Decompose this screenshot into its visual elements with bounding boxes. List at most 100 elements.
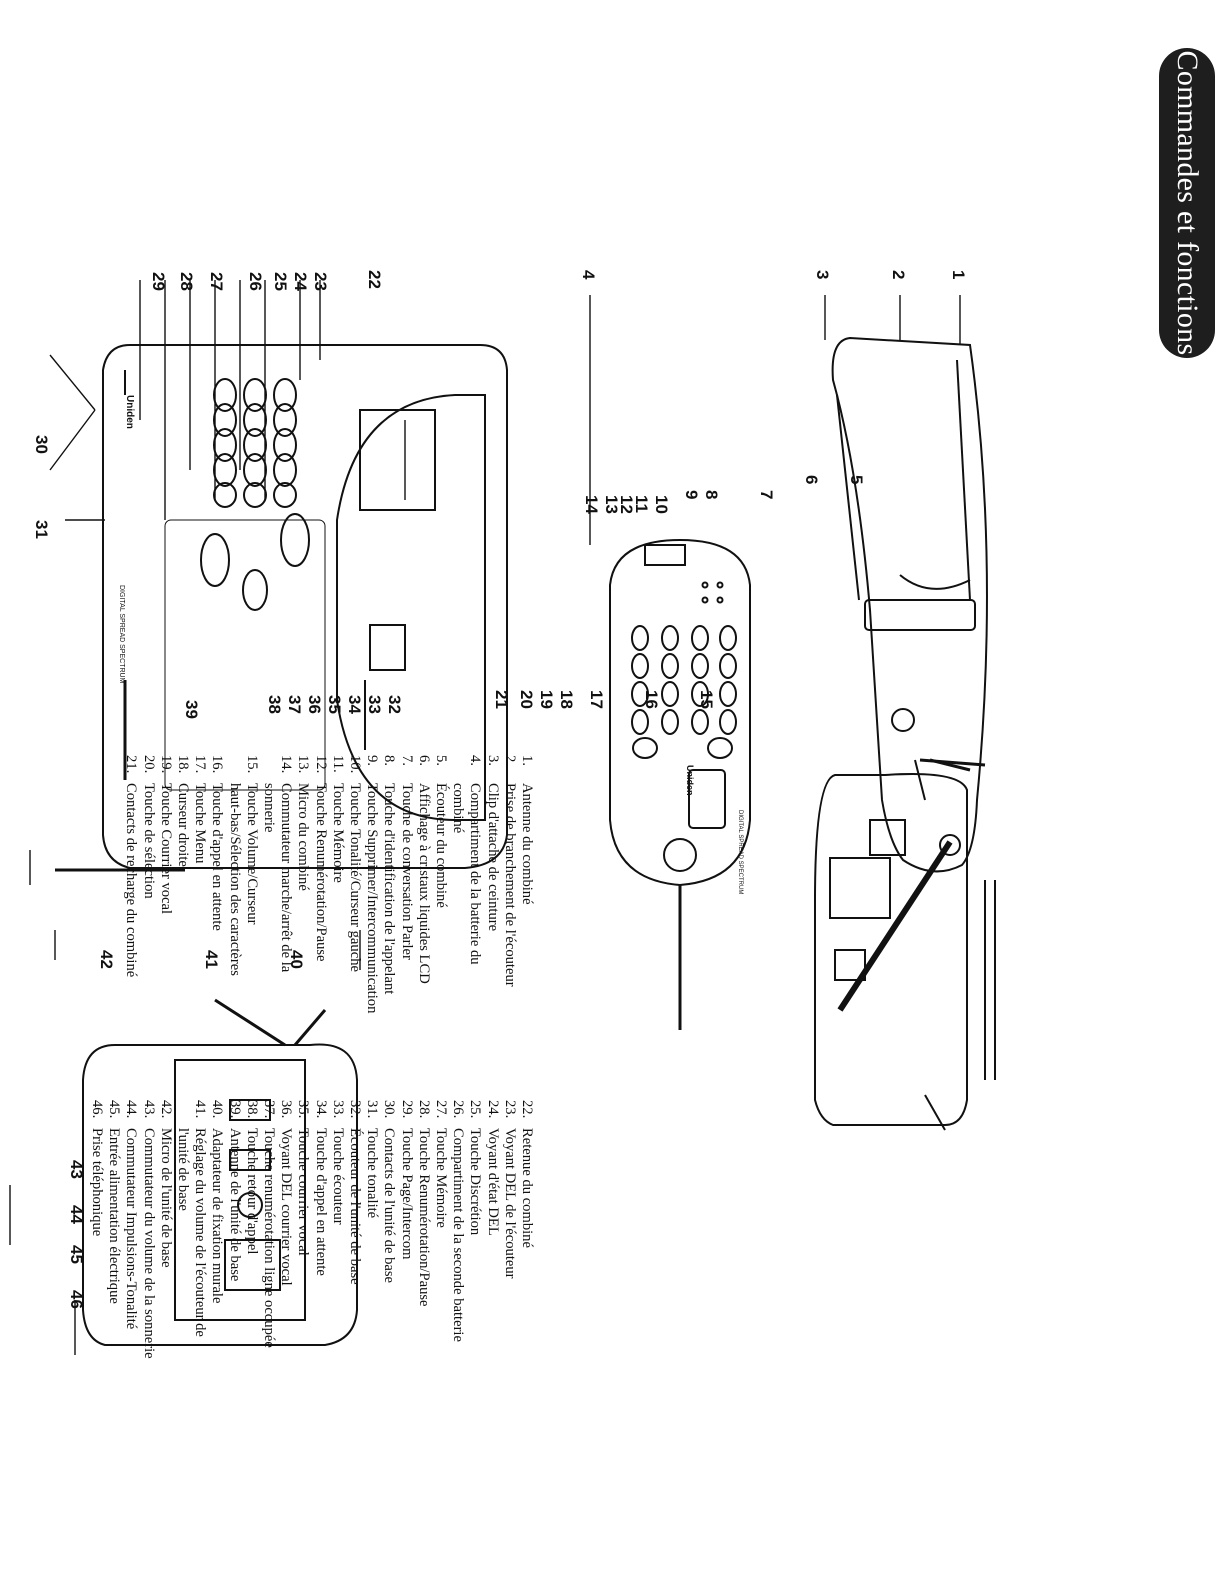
- legend-item: 36.Voyant DEL courrier vocal: [277, 1100, 294, 1560]
- callout-15: 15: [697, 690, 716, 709]
- callout-32: 32: [385, 695, 404, 714]
- callout-5: 5: [847, 475, 866, 485]
- legend-number: 19.: [157, 755, 174, 774]
- legend-label: Touche Renumérotation/Pause: [415, 1128, 432, 1307]
- legend-label: Prise téléphonique: [88, 1128, 105, 1237]
- callout-30: 30: [32, 435, 51, 454]
- legend-number: 5.: [432, 755, 449, 766]
- antenna-1: [929, 758, 971, 772]
- callout-17: 17: [587, 690, 606, 709]
- base-unit-side-view: [814, 773, 996, 1131]
- callout-23: 23: [311, 272, 330, 291]
- legend-number: 22.: [519, 1100, 535, 1119]
- callout-16: 16: [642, 690, 661, 709]
- legend-label: Entrée alimentation électrique: [106, 1128, 123, 1304]
- legend-label: l'unité de base: [174, 1128, 191, 1211]
- legend-number: [449, 755, 466, 783]
- callout-20: 20: [517, 690, 536, 709]
- legend-item: l'unité de base: [174, 1100, 191, 1560]
- legend-number: 24.: [484, 1100, 501, 1119]
- legend-number: 7.: [398, 755, 415, 766]
- legend-item: 41. Réglage du volume de l'écouteur de: [191, 1100, 208, 1560]
- legend-label: Touche courrier vocal: [295, 1128, 312, 1256]
- legend-label: Touche Discrétion: [467, 1128, 484, 1236]
- legend-number: 38.: [243, 1100, 260, 1119]
- legend-number: 11.: [329, 755, 346, 773]
- legend-number: 23.: [501, 1100, 518, 1119]
- legend-label: Commutateur du volume de la sonnerie: [140, 1128, 157, 1359]
- callout-19: 19: [537, 690, 556, 709]
- legend-item: 26. Compartiment de la seconde batterie: [449, 1100, 466, 1560]
- legend-label: Contacts de l'unité de base: [381, 1128, 398, 1284]
- callout-45: 45: [67, 1245, 86, 1264]
- legend-number: 9.: [364, 755, 381, 766]
- legend-number: 18.: [174, 755, 191, 774]
- legend-item: 45.Entrée alimentation électrique: [105, 1100, 122, 1560]
- base-band: DIGITAL SPREAD SPECTRUM: [118, 585, 125, 684]
- legend-label: Voyant DEL de l'écouteur: [501, 1128, 518, 1279]
- legend-item: 44.Commutateur Impulsions-Tonalité: [122, 1100, 139, 1560]
- legend-number: [225, 755, 242, 783]
- legend-item: 30.Contacts de l'unité de base: [380, 1100, 397, 1560]
- legend-label: Antenne de l'unité de base: [226, 1128, 243, 1282]
- base-unit-top-view: [55, 344, 508, 872]
- callout-13: 13: [602, 495, 621, 514]
- legend-number: 27.: [432, 1100, 449, 1119]
- legend-number: 17.: [192, 755, 209, 774]
- legend-number: 44.: [123, 1100, 140, 1119]
- legend-label: Compartiment de la seconde batterie: [450, 1128, 467, 1342]
- legend-item: 35.Touche courrier vocal: [294, 1100, 311, 1560]
- callout-4: 4: [579, 270, 598, 280]
- legend-item: 31.Touche tonalité: [363, 1100, 380, 1560]
- legend-label: Micro de l'unité de base: [157, 1128, 174, 1268]
- legend-label: Touche Page/Intercom: [398, 1128, 415, 1260]
- legend-number: 42.: [157, 1100, 174, 1119]
- callout-33: 33: [365, 695, 384, 714]
- legend-number: 20.: [140, 755, 157, 774]
- base-brand: Uniden: [124, 395, 135, 429]
- callout-2: 2: [889, 270, 908, 280]
- legend-number: 31.: [364, 1100, 381, 1119]
- legend-item: 38.Touche retour d'appel: [243, 1100, 260, 1560]
- legend-number: 41.: [192, 1100, 209, 1119]
- legend-item: 43.Commutateur du volume de la sonnerie: [139, 1100, 157, 1560]
- legend-number: 4.: [467, 755, 484, 766]
- legend-label: Retenue du combiné: [519, 1128, 535, 1248]
- legend-number: [260, 755, 277, 783]
- callout-3: 3: [813, 270, 832, 280]
- callout-10: 10: [652, 495, 671, 514]
- legend-number: 16.: [209, 755, 226, 774]
- legend-number: 13.: [295, 755, 312, 774]
- legend-label: Réglage du volume de l'écouteur de: [192, 1128, 209, 1337]
- legend-item: 37. Touche renumérotation ligne occupée: [260, 1100, 277, 1560]
- legend-number: 2.: [501, 755, 518, 766]
- legend-label: Écouteur de l'unité de base: [346, 1128, 363, 1285]
- callout-38: 38: [265, 695, 284, 714]
- handset-front-view: [609, 538, 751, 1030]
- legend-number: [174, 1100, 191, 1128]
- legend-number: 8.: [381, 755, 398, 766]
- legend-number: 37.: [260, 1100, 277, 1119]
- legend-number: 28.: [415, 1100, 432, 1119]
- legend-number: 46.: [88, 1100, 105, 1119]
- legend-label: Voyant d'état DEL: [484, 1128, 501, 1236]
- base-unit-rear-view: [82, 998, 358, 1346]
- legend-number: 26.: [450, 1100, 467, 1119]
- callout-26: 26: [246, 272, 265, 291]
- callout-44: 44: [67, 1205, 86, 1224]
- legend-label: Touche renumérotation ligne occupée: [260, 1128, 277, 1348]
- callout-24: 24: [291, 272, 310, 291]
- legend-item: 42. Micro de l'unité de base: [157, 1100, 174, 1560]
- legend-label: Touche écouteur: [329, 1128, 346, 1225]
- legend-item: 23. Voyant DEL de l'écouteur: [501, 1100, 518, 1560]
- legend-number: 12.: [312, 755, 329, 774]
- legend-number: 32.: [346, 1100, 363, 1119]
- handset-brand: Uniden: [685, 765, 695, 796]
- legend-number: 25.: [467, 1100, 484, 1119]
- legend-number: 29.: [398, 1100, 415, 1119]
- legend-item: 32. Écouteur de l'unité de base: [346, 1100, 363, 1560]
- legend-label: Voyant DEL courrier vocal: [278, 1128, 295, 1286]
